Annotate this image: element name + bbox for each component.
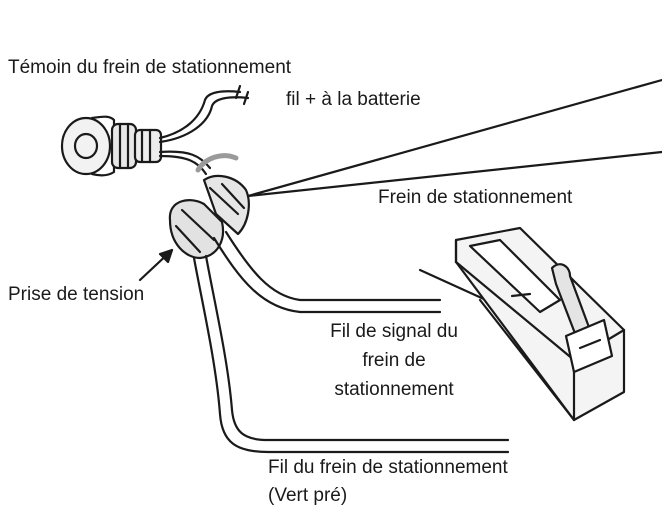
label-battery-wire: fil + à la batterie [286, 89, 421, 110]
label-brake-wire-line2: (Vert pré) [268, 485, 348, 506]
signal-wire [212, 230, 442, 314]
label-brake-wire-line1: Fil du frein de stationnement [268, 457, 508, 478]
callout-lines [246, 78, 662, 198]
power-tap-connector-icon [168, 174, 250, 260]
label-signal-wire: Fil de signal du frein de stationnement [306, 320, 482, 402]
indicator-lamp-icon [60, 115, 163, 177]
label-parking-brake: Frein de stationnement [378, 187, 573, 208]
label-signal-wire-line1: Fil de signal du [330, 321, 458, 342]
label-signal-wire-line3: stationnement [334, 379, 454, 400]
insert-arrow-icon [195, 153, 239, 173]
label-signal-wire-line2: frein de [362, 350, 426, 371]
parking-brake-icon [418, 226, 626, 422]
label-indicator: Témoin du frein de stationnement [8, 57, 292, 78]
brake-wire [192, 254, 510, 454]
label-brake-wire: Fil du frein de stationnement (Vert pré) [268, 456, 508, 508]
power-tap-leader [138, 248, 174, 282]
lamp-wires [158, 84, 250, 176]
label-power-tap: Prise de tension [8, 284, 145, 305]
